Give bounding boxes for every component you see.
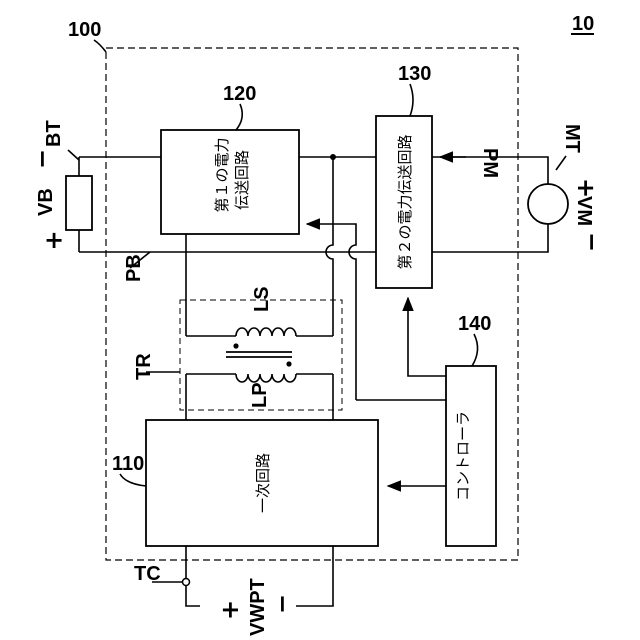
secondary-polarity-dot — [233, 343, 238, 348]
input-voltage-label: VWPT — [247, 578, 269, 636]
battery-plus: + — [44, 226, 64, 254]
pm-label: PM — [479, 148, 501, 178]
secondary-winding-coil — [236, 328, 296, 336]
secondary-return-wire — [326, 157, 333, 336]
system-ref-leader — [94, 40, 106, 52]
system-ref-label: 100 — [68, 19, 101, 41]
primary-circuit-label: 一次回路 — [254, 453, 272, 513]
first-transfer-label-line1: 第１の電力 — [213, 137, 231, 212]
battery-minus: − — [28, 149, 56, 169]
first-transfer-ref: 120 — [223, 83, 256, 105]
motor-minus: − — [578, 232, 606, 252]
input-minus: − — [268, 594, 296, 614]
primary-winding-label: LP — [249, 382, 271, 408]
second-transfer-ref-leader — [410, 84, 413, 116]
motor-ref-label: MT — [561, 124, 583, 153]
first-transfer-ref-leader — [236, 104, 242, 130]
primary-winding-coil — [236, 374, 296, 382]
input-plus: + — [216, 600, 244, 620]
motor-ref-leader — [556, 156, 566, 170]
control-line-to-second — [408, 298, 446, 376]
transformer-ref: TR — [133, 353, 155, 380]
input-positive-wire — [186, 546, 200, 606]
battery-ref-label: BT — [43, 120, 65, 147]
battery-ref-leader — [68, 150, 79, 160]
motor-symbol — [528, 184, 568, 224]
controller-ref-leader — [472, 334, 478, 366]
secondary-winding-label: LS — [251, 286, 273, 312]
primary-polarity-dot — [286, 361, 291, 366]
input-negative-wire — [296, 546, 333, 606]
battery-voltage-label: VB — [35, 188, 57, 216]
input-terminal — [183, 579, 190, 586]
first-transfer-label-line2: 伝送回路 — [233, 150, 251, 210]
primary-circuit-ref-leader — [120, 474, 146, 486]
primary-circuit-ref: 110 — [112, 453, 144, 475]
second-transfer-label: 第２の電力伝送回路 — [396, 134, 414, 269]
motor-voltage-label: VM — [573, 196, 595, 226]
motor-bottom-wire — [432, 224, 548, 252]
controller-label: コントローラ — [454, 411, 472, 501]
second-transfer-ref: 130 — [398, 63, 431, 85]
figure-number: 10 — [572, 13, 594, 35]
battery-symbol — [66, 176, 92, 230]
controller-ref: 140 — [458, 313, 491, 335]
